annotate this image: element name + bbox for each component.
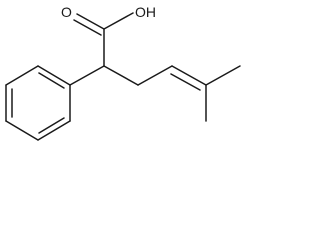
phenyl-ring xyxy=(5,65,71,141)
alkene-double-bond xyxy=(170,73,201,91)
ch2-to-vinyl-bond xyxy=(137,65,173,86)
carbonyl-oxygen-label: O xyxy=(61,4,72,20)
ring-bond xyxy=(5,65,39,86)
ring-bond xyxy=(5,120,39,141)
hydroxyl-bond xyxy=(103,12,134,30)
methyl-bond-up xyxy=(205,65,241,86)
carbonyl-double-bond xyxy=(73,19,102,36)
structure-canvas: O OH xyxy=(0,0,250,153)
ring-double-bond-inner xyxy=(38,117,65,134)
alkene-double-bond xyxy=(171,65,207,86)
prenyl-chain xyxy=(103,65,241,122)
ring-double-bond-inner xyxy=(38,72,65,89)
chemical-structure-diagram: O OH xyxy=(5,4,241,141)
ring-bond xyxy=(37,65,71,86)
alpha-to-ch2-bond xyxy=(103,65,139,86)
ring-bond xyxy=(37,120,71,141)
carbonyl-double-bond xyxy=(76,13,105,30)
hydroxyl-label: OH xyxy=(135,4,156,20)
carboxyl-group: O OH xyxy=(61,4,156,36)
ring-to-alpha-bond xyxy=(69,65,105,86)
